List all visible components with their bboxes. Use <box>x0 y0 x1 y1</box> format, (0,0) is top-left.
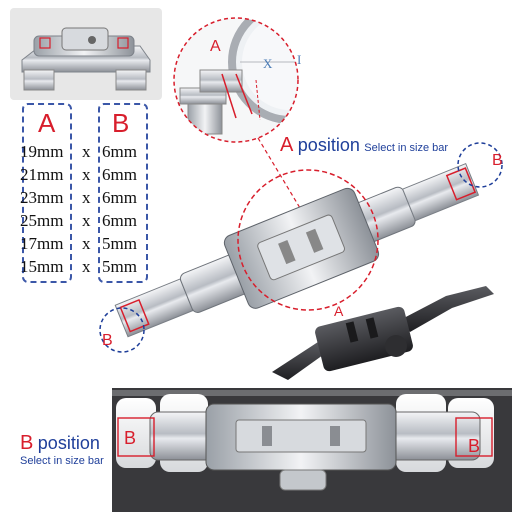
size-row: 15mm x 5mm <box>20 257 170 277</box>
size-b: 6mm <box>102 188 137 207</box>
size-a: 25mm <box>20 211 64 230</box>
b-end-circle-right <box>457 142 503 188</box>
col-b-header: B <box>112 108 130 138</box>
clasp-thumbnail <box>10 8 162 100</box>
b-position-letter: B <box>20 432 34 454</box>
size-sep: x <box>82 211 91 230</box>
bottom-clasp-photo <box>112 388 512 512</box>
size-a: 23mm <box>20 188 64 207</box>
col-b-box <box>98 103 148 283</box>
center-highlight-circle <box>237 169 379 311</box>
size-sep: x <box>82 188 91 207</box>
marker-b-left: B <box>102 332 113 349</box>
size-row: 17mm x 5mm <box>20 234 170 254</box>
size-row: 21mm x 6mm <box>20 165 170 185</box>
marker-a-bottom: A <box>334 303 344 319</box>
a-position-sub: Select in size bar <box>364 142 449 154</box>
black-clasp <box>272 286 494 380</box>
a-position-label: A position Select in size bar <box>280 134 448 157</box>
size-row: 23mm x 6mm <box>20 188 170 208</box>
col-a-header: A <box>38 108 56 138</box>
silver-clasp <box>114 162 480 338</box>
size-b: 6mm <box>102 142 137 161</box>
size-b: 6mm <box>102 211 137 230</box>
size-b: 6mm <box>102 165 137 184</box>
dial-numeral: X <box>263 56 273 71</box>
size-row: 25mm x 6mm <box>20 211 170 231</box>
size-a: 17mm <box>20 234 64 253</box>
a-position-letter: A <box>280 134 294 156</box>
marker-b-photo-left: B <box>124 428 137 448</box>
leader-line <box>257 137 307 219</box>
size-sep: x <box>82 142 91 161</box>
size-a: 21mm <box>20 165 64 184</box>
b-position-sub: Select in size bar <box>20 455 104 467</box>
size-row: 19mm x 6mm <box>20 142 170 162</box>
col-a-box <box>22 103 72 283</box>
b-position-word: position <box>37 433 100 453</box>
marker-b-photo-right: B <box>468 436 481 456</box>
marker-b-right: B <box>492 152 503 169</box>
watch-closeup-circle <box>173 17 299 143</box>
size-a: 15mm <box>20 257 64 276</box>
size-sep: x <box>82 257 91 276</box>
marker-a-top: A <box>210 38 221 55</box>
size-sep: x <box>82 234 91 253</box>
size-b: 5mm <box>102 234 137 253</box>
size-sep: x <box>82 165 91 184</box>
b-position-label: B position Select in size bar <box>20 432 104 467</box>
b-end-circle-left <box>99 307 145 353</box>
dial-numeral: I <box>297 52 302 67</box>
size-b: 5mm <box>102 257 137 276</box>
a-position-word: position <box>297 135 360 155</box>
size-a: 19mm <box>20 142 64 161</box>
